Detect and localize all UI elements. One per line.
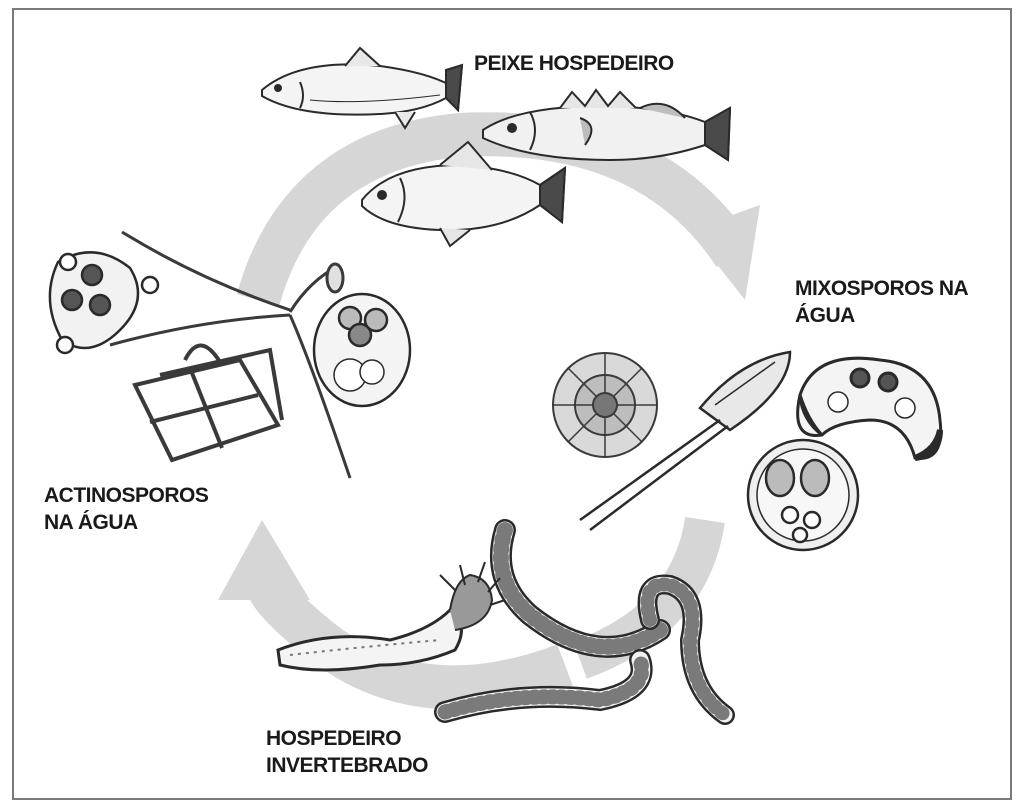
myxospore-round — [748, 440, 858, 550]
label-myxospores-line1: MIXOSPOROS NA — [795, 275, 968, 302]
label-actinospores: ACTINOSPOROS NA ÁGUA — [44, 482, 208, 536]
label-myxospores: MIXOSPOROS NA ÁGUA — [795, 275, 968, 329]
actinospore-cube — [135, 345, 282, 460]
fish-perch — [483, 90, 730, 160]
label-fish-host: PEIXE HOSPEDEIRO — [474, 50, 674, 77]
label-invertebrate-line1: HOSPEDEIRO — [266, 725, 428, 752]
label-actinospores-line1: ACTINOSPOROS — [44, 482, 208, 509]
fish-salmon — [262, 48, 462, 128]
label-invertebrate-line2: INVERTEBRADO — [266, 752, 428, 779]
label-invertebrate-host: HOSPEDEIRO INVERTEBRADO — [266, 725, 428, 779]
spore-round — [314, 294, 410, 406]
label-myxospores-line2: ÁGUA — [795, 302, 968, 329]
label-actinospores-line2: NA ÁGUA — [44, 509, 208, 536]
cycle-arrowhead-bottom — [218, 520, 310, 600]
myxospore-spiky — [553, 353, 657, 457]
